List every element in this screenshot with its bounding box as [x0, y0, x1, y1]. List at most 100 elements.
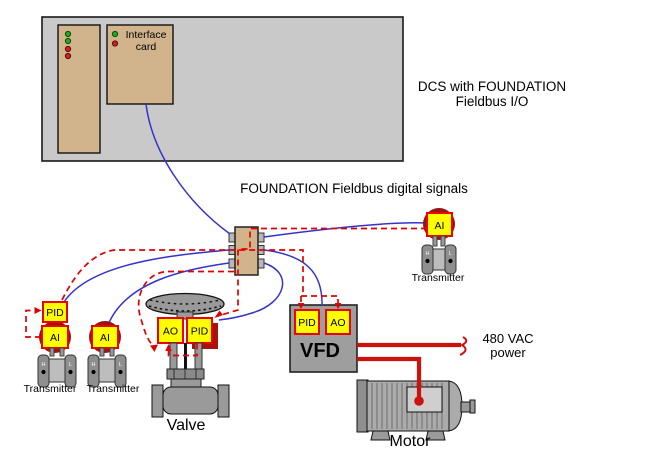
- signal-to-valve-ao: [137, 270, 234, 347]
- valve-pipe-flange: [217, 384, 230, 418]
- t3-ai-label: AI: [435, 220, 445, 232]
- valve-pipe-flange: [151, 384, 164, 418]
- signal-vfd-pid-to-ao: [301, 295, 339, 303]
- post: [432, 235, 438, 247]
- t3-label: Transmitter: [412, 272, 465, 284]
- valve-label: Valve: [167, 417, 206, 434]
- transmitter-2: AI H L Transmitter: [87, 321, 140, 395]
- power-label-line2: power: [490, 345, 526, 360]
- cable-junction-to-t3: [263, 221, 428, 238]
- valve-pid-block: [186, 317, 213, 344]
- signal-t1-ai-to-pid: [25, 309, 41, 338]
- vfd-pid-block: [294, 309, 320, 335]
- signal-valve-pid-to-ao: [167, 343, 198, 357]
- port-dot: [91, 369, 96, 375]
- power-label-line1: 480 VAC: [482, 331, 533, 346]
- port-dot: [425, 258, 430, 264]
- actuator-bolts: [149, 299, 221, 305]
- valve-actuator-dome: [145, 292, 225, 316]
- t3-port-h: H: [426, 251, 430, 257]
- motor-label: Motor: [390, 433, 432, 450]
- fieldbus-cables: [63, 103, 428, 326]
- io-card: [57, 24, 101, 154]
- led-green-icon: [64, 37, 72, 45]
- signal-paths: [25, 227, 427, 357]
- arrowhead-icon: [334, 303, 342, 309]
- signal-t1-pid-to-vfd: [61, 249, 304, 301]
- t3-port-l: L: [449, 251, 452, 257]
- cable-dcs-to-junction: [145, 103, 231, 235]
- t3-body: [432, 248, 446, 271]
- vfd: PID AO VFD: [289, 304, 358, 373]
- signal-arrowheads: [34, 303, 342, 352]
- power-terminal-dot: [414, 396, 424, 406]
- motor-round-cap: [448, 380, 463, 432]
- t2-body: [98, 358, 116, 383]
- motor-foot: [370, 430, 391, 441]
- actuator-bolts: [148, 305, 222, 312]
- transmitter-3: AI H L Transmitter: [412, 208, 465, 284]
- motor-junction-box: [406, 386, 443, 413]
- vfd-ao-block: [325, 309, 351, 335]
- valve: AO PID Valve: [145, 292, 230, 434]
- post: [49, 347, 55, 357]
- t1-ai-block: [41, 325, 69, 349]
- led-red-icon: [111, 40, 119, 47]
- t2-port-l: L: [119, 362, 122, 368]
- interface-card-label-line1: Interface: [126, 29, 167, 41]
- motor-end-cap: [356, 379, 369, 433]
- power-line-motor: [357, 356, 422, 399]
- post: [99, 347, 105, 357]
- motor-foot: [425, 430, 446, 441]
- signal-t3-ai-to-valve-pid: [217, 227, 427, 317]
- interface-card-label-line2: card: [136, 41, 157, 53]
- t3-ai-block: [426, 212, 453, 237]
- valve-ao-block: [157, 317, 184, 344]
- t2-port-h: H: [92, 362, 96, 368]
- arrowhead-icon: [165, 344, 172, 351]
- valve-neck: [176, 311, 194, 320]
- led-green-icon: [111, 30, 119, 38]
- port-dot: [118, 369, 123, 375]
- valve-pid-label: PID: [191, 326, 209, 338]
- vfd-label: VFD: [300, 340, 340, 362]
- vfd-ao-label: AO: [330, 317, 345, 329]
- dcs-title-line2: Fieldbus I/O: [456, 94, 529, 109]
- dcs-title-line1: DCS with FOUNDATION: [418, 79, 566, 94]
- interface-card: [106, 24, 174, 105]
- motor: Motor: [356, 379, 476, 450]
- port-dot: [41, 369, 46, 375]
- junction-box: [228, 226, 265, 276]
- arrowhead-icon: [297, 303, 305, 309]
- t1-port-l: L: [69, 362, 72, 368]
- port-dot: [448, 258, 453, 264]
- cable-junction-to-t2: [107, 262, 230, 326]
- junction-box-body: [234, 226, 259, 276]
- arrowhead-icon: [150, 344, 158, 352]
- arrowhead-icon: [214, 310, 223, 318]
- cable-junction-to-valve: [218, 262, 284, 321]
- led-green-icon: [64, 30, 72, 38]
- post: [440, 235, 446, 247]
- t1-pid-block: [42, 301, 68, 323]
- bus-label: FOUNDATION Fieldbus digital signals: [240, 181, 468, 196]
- post: [109, 347, 115, 357]
- t2-label: Transmitter: [87, 383, 140, 395]
- t1-label: Transmitter: [24, 383, 77, 395]
- led-red-icon: [64, 52, 72, 60]
- vfd-pid-label: PID: [298, 317, 316, 329]
- dcs-chassis: [41, 16, 404, 162]
- port-dot: [68, 369, 73, 375]
- valve-body: [162, 386, 219, 415]
- cable-junction-to-t1: [63, 249, 230, 303]
- t1-pid-label: PID: [46, 307, 64, 319]
- post: [59, 347, 65, 357]
- led-red-icon: [64, 45, 72, 53]
- valve-ao-label: AO: [163, 326, 178, 338]
- t1-body: [48, 358, 66, 383]
- arrowhead-icon: [34, 307, 42, 314]
- t1-port-h: H: [42, 362, 46, 368]
- motor-shaft-end: [469, 399, 476, 414]
